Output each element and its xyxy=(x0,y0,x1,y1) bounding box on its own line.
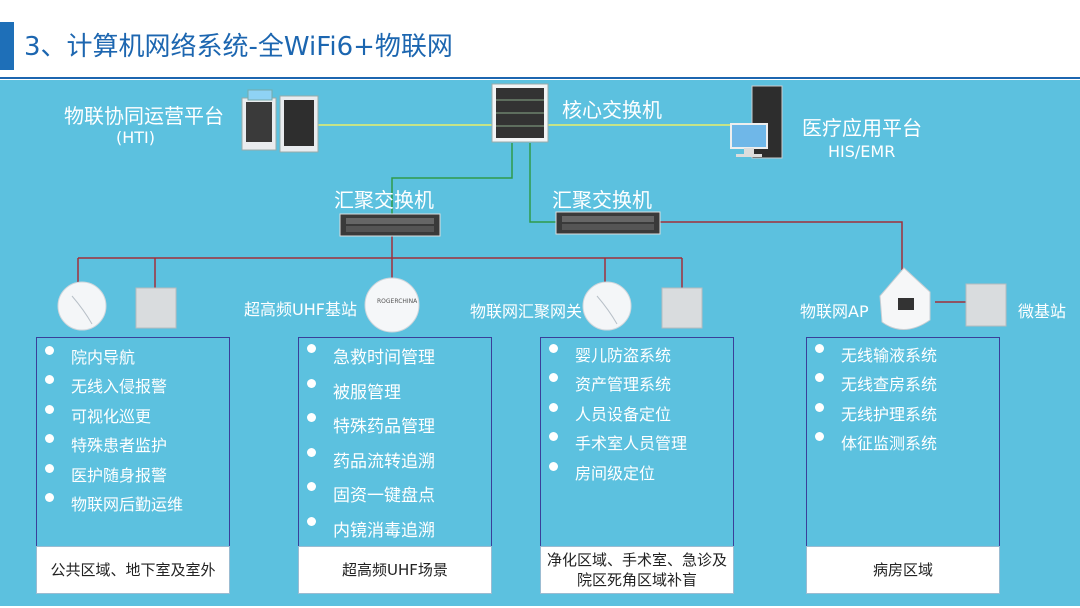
rfid-reader-icon xyxy=(135,287,177,329)
iot-platform-label: 物联协同运营平台 xyxy=(64,104,224,128)
iot-gateway-reader-icon xyxy=(661,287,703,329)
agg-switch-left-icon xyxy=(339,213,441,237)
medical-platform-label: 医疗应用平台 xyxy=(802,116,922,140)
area-caption-ward: 病房区域 xyxy=(806,546,1000,594)
list-item: 急救时间管理 xyxy=(299,344,491,379)
list-item: 无线入侵报警 xyxy=(37,375,229,404)
area-box-public: 院内导航 无线入侵报警 可视化巡更 特殊患者监护 医护随身报警 物联网后勤运维 xyxy=(36,337,230,547)
list-item: 资产管理系统 xyxy=(541,373,733,402)
medical-platform-sub-label: HIS/EMR xyxy=(828,142,896,161)
micro-station-icon xyxy=(965,283,1007,327)
area-box-clean: 婴儿防盗系统 资产管理系统 人员设备定位 手术室人员管理 房间级定位 xyxy=(540,337,734,547)
title-accent-bar xyxy=(0,22,14,70)
list-item: 特殊药品管理 xyxy=(299,413,491,448)
area-caption-uhf: 超高频UHF场景 xyxy=(298,546,492,594)
medical-platform-computer-icon xyxy=(730,85,783,159)
list-item: 院内导航 xyxy=(37,346,229,375)
iot-ap-label: 物联网AP xyxy=(800,302,869,321)
iot-ap-device-icon xyxy=(879,267,931,330)
iot-platform-server-icon xyxy=(241,89,319,153)
list-item: 无线查房系统 xyxy=(807,373,999,402)
list-item: 体征监测系统 xyxy=(807,432,999,461)
link-agg-right-ap xyxy=(660,221,903,270)
list-item: 婴儿防盗系统 xyxy=(541,344,733,373)
list-item: 固资一键盘点 xyxy=(299,482,491,517)
iot-gateway-label: 物联网汇聚网关 xyxy=(470,302,583,321)
wifi-ap-icon xyxy=(57,281,107,331)
list-item: 特殊患者监护 xyxy=(37,434,229,463)
link-core-agg-left xyxy=(391,143,513,214)
agg-switch-right-icon xyxy=(555,211,661,235)
list-item: 内镜消毒追溯 xyxy=(299,516,491,552)
list-item: 无线输液系统 xyxy=(807,344,999,373)
uhf-brand-label: ROGERCHINA xyxy=(377,298,418,305)
area-caption-public: 公共区域、地下室及室外 xyxy=(36,546,230,594)
uhf-station-label: 超高频UHF基站 xyxy=(244,300,357,319)
area-caption-clean: 净化区域、手术室、急诊及院区死角区域补盲 xyxy=(540,546,734,594)
title-divider xyxy=(0,77,1080,79)
list-item: 手术室人员管理 xyxy=(541,432,733,461)
link-core-agg-right xyxy=(529,143,556,223)
uhf-antenna-icon xyxy=(364,277,420,333)
agg-switch-right-label: 汇聚交换机 xyxy=(552,188,652,212)
agg-switch-left-label: 汇聚交换机 xyxy=(334,188,434,212)
area-box-uhf: 急救时间管理 被服管理 特殊药品管理 药品流转追溯 固资一键盘点 内镜消毒追溯 xyxy=(298,337,492,547)
list-item: 被服管理 xyxy=(299,378,491,414)
iot-gateway-ap-icon xyxy=(582,281,632,331)
list-item: 房间级定位 xyxy=(541,461,733,491)
list-item: 物联网后勤运维 xyxy=(37,492,229,522)
area-box-ward: 无线输液系统 无线查房系统 无线护理系统 体征监测系统 xyxy=(806,337,1000,547)
micro-station-label: 微基站 xyxy=(1018,302,1067,321)
list-item: 药品流转追溯 xyxy=(299,447,491,483)
core-switch-label: 核心交换机 xyxy=(562,98,662,122)
iot-platform-sub-label: (HTI) xyxy=(116,128,156,147)
list-item: 人员设备定位 xyxy=(541,402,733,432)
list-item: 医护随身报警 xyxy=(37,463,229,493)
list-item: 无线护理系统 xyxy=(807,402,999,432)
core-switch-icon xyxy=(491,83,549,143)
list-item: 可视化巡更 xyxy=(37,404,229,434)
slide-title: 3、计算机网络系统-全WiFi6+物联网 xyxy=(24,32,453,62)
